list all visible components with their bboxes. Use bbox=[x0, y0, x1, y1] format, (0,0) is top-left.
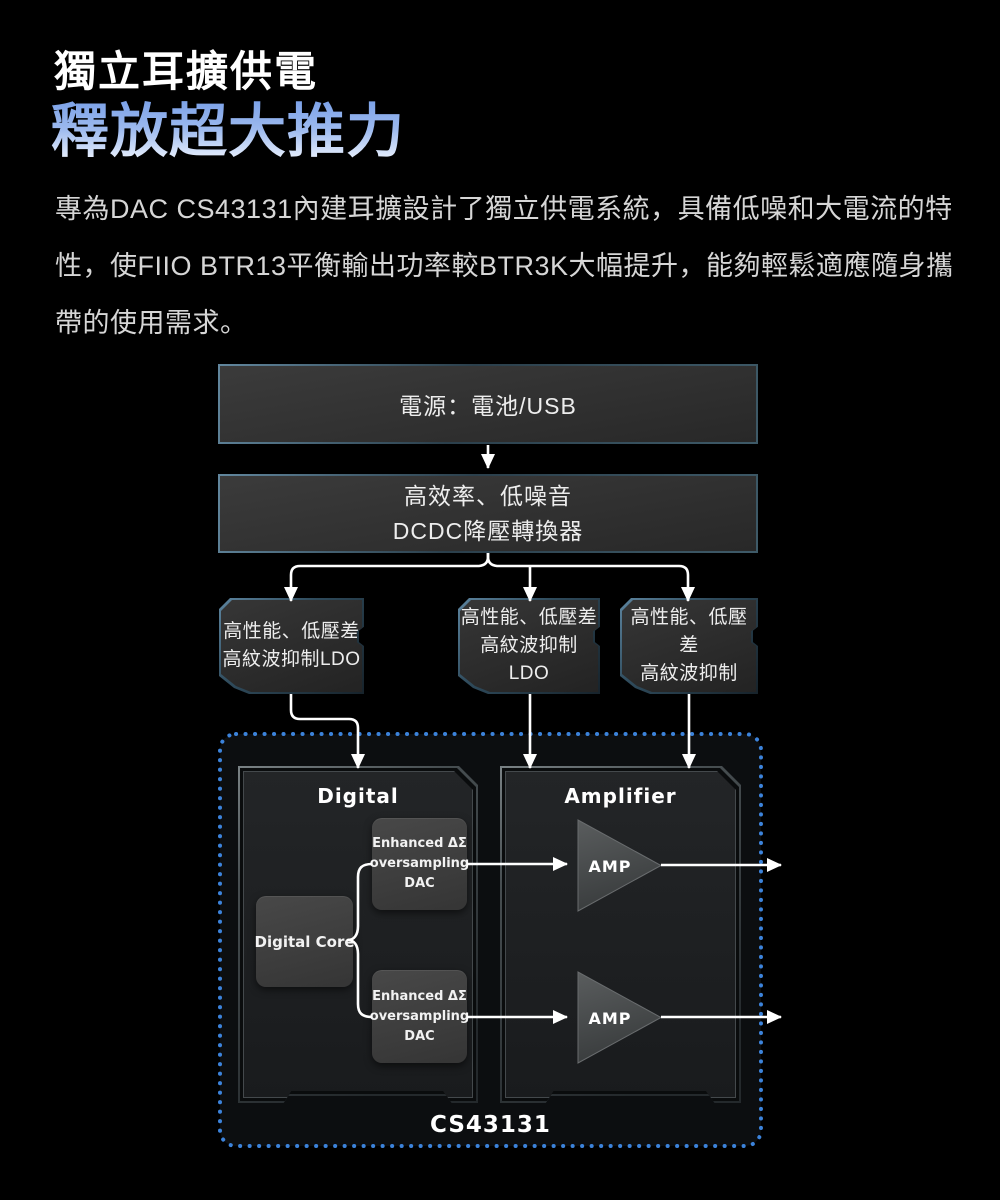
amplifier-section-title: Amplifier bbox=[564, 784, 677, 808]
dac-top-line1: Enhanced ΔΣ bbox=[372, 836, 467, 851]
ldo-left-line2: 高紋波抑制LDO bbox=[222, 649, 361, 670]
ldo-right-line2: 高性能、低壓差 bbox=[630, 607, 748, 656]
dac-bottom-line3: DAC bbox=[404, 1028, 435, 1044]
amplifier-section-box: Amplifier bbox=[500, 766, 741, 1103]
ldo-middle-box-body: 高性能、低壓差 高紋波抑制LDO bbox=[460, 600, 598, 692]
amplifier-section-body: Amplifier bbox=[505, 771, 736, 1098]
dcdc-label-line1: 高效率、低噪音 bbox=[404, 482, 572, 509]
dac-bottom-line2: oversampling bbox=[369, 1008, 470, 1024]
ldo-middle-box: 高性能、低壓差 高紋波抑制LDO bbox=[458, 598, 600, 694]
ldo-right-box-body: 低噪聲電荷泵 高性能、低壓差 高紋波抑制LDO bbox=[622, 600, 756, 692]
intro-line-2: 性，使FIIO BTR13平衡輸出功率較BTR3K大幅提升，能夠輕鬆適應隨身攜 bbox=[55, 251, 954, 281]
page-subtitle: 釋放超大推力 bbox=[51, 99, 406, 164]
dcdc-converter-box: 高效率、低噪音 DCDC降壓轉換器 bbox=[218, 474, 758, 553]
ldo-left-box: 高性能、低壓差 高紋波抑制LDO bbox=[219, 598, 364, 694]
ldo-middle-line1: 高性能、低壓差 bbox=[460, 607, 598, 628]
power-source-box: 電源：電池/USB bbox=[218, 364, 758, 444]
intro-line-3: 帶的使用需求。 bbox=[55, 308, 248, 338]
dac-top-line3: DAC bbox=[404, 876, 435, 891]
ldo-middle-line2: 高紋波抑制LDO bbox=[480, 635, 578, 684]
digital-core-label: Digital Core bbox=[254, 932, 355, 951]
intro-paragraph: 專為DAC CS43131內建耳擴設計了獨立供電系統，具備低噪和大電流的特 性，… bbox=[55, 181, 960, 352]
page-title: 獨立耳擴供電 bbox=[54, 48, 319, 95]
dac-top-line2: oversampling bbox=[369, 856, 470, 871]
digital-section-title: Digital bbox=[317, 784, 399, 808]
ldo-right-box: 低噪聲電荷泵 高性能、低壓差 高紋波抑制LDO bbox=[620, 598, 758, 694]
dcdc-converter-box-body: 高效率、低噪音 DCDC降壓轉換器 bbox=[220, 476, 756, 551]
dac-bottom-line1: Enhanced ΔΣ bbox=[372, 988, 467, 1004]
cs43131-label: CS43131 bbox=[430, 1112, 551, 1138]
power-source-box-body: 電源：電池/USB bbox=[220, 366, 756, 442]
intro-line-1: 專為DAC CS43131內建耳擴設計了獨立供電系統，具備低噪和大電流的特 bbox=[55, 194, 953, 224]
power-source-label: 電源：電池/USB bbox=[399, 393, 577, 419]
dac-bottom-block: Enhanced ΔΣ oversampling DAC bbox=[369, 970, 470, 1063]
dcdc-label-line2: DCDC降壓轉換器 bbox=[392, 517, 584, 544]
ldo-left-line1: 高性能、低壓差 bbox=[223, 621, 360, 642]
dac-top-block: Enhanced ΔΣ oversampling DAC bbox=[369, 818, 470, 910]
digital-core-block: Digital Core bbox=[254, 896, 355, 987]
ldo-left-box-body: 高性能、低壓差 高紋波抑制LDO bbox=[221, 600, 362, 692]
